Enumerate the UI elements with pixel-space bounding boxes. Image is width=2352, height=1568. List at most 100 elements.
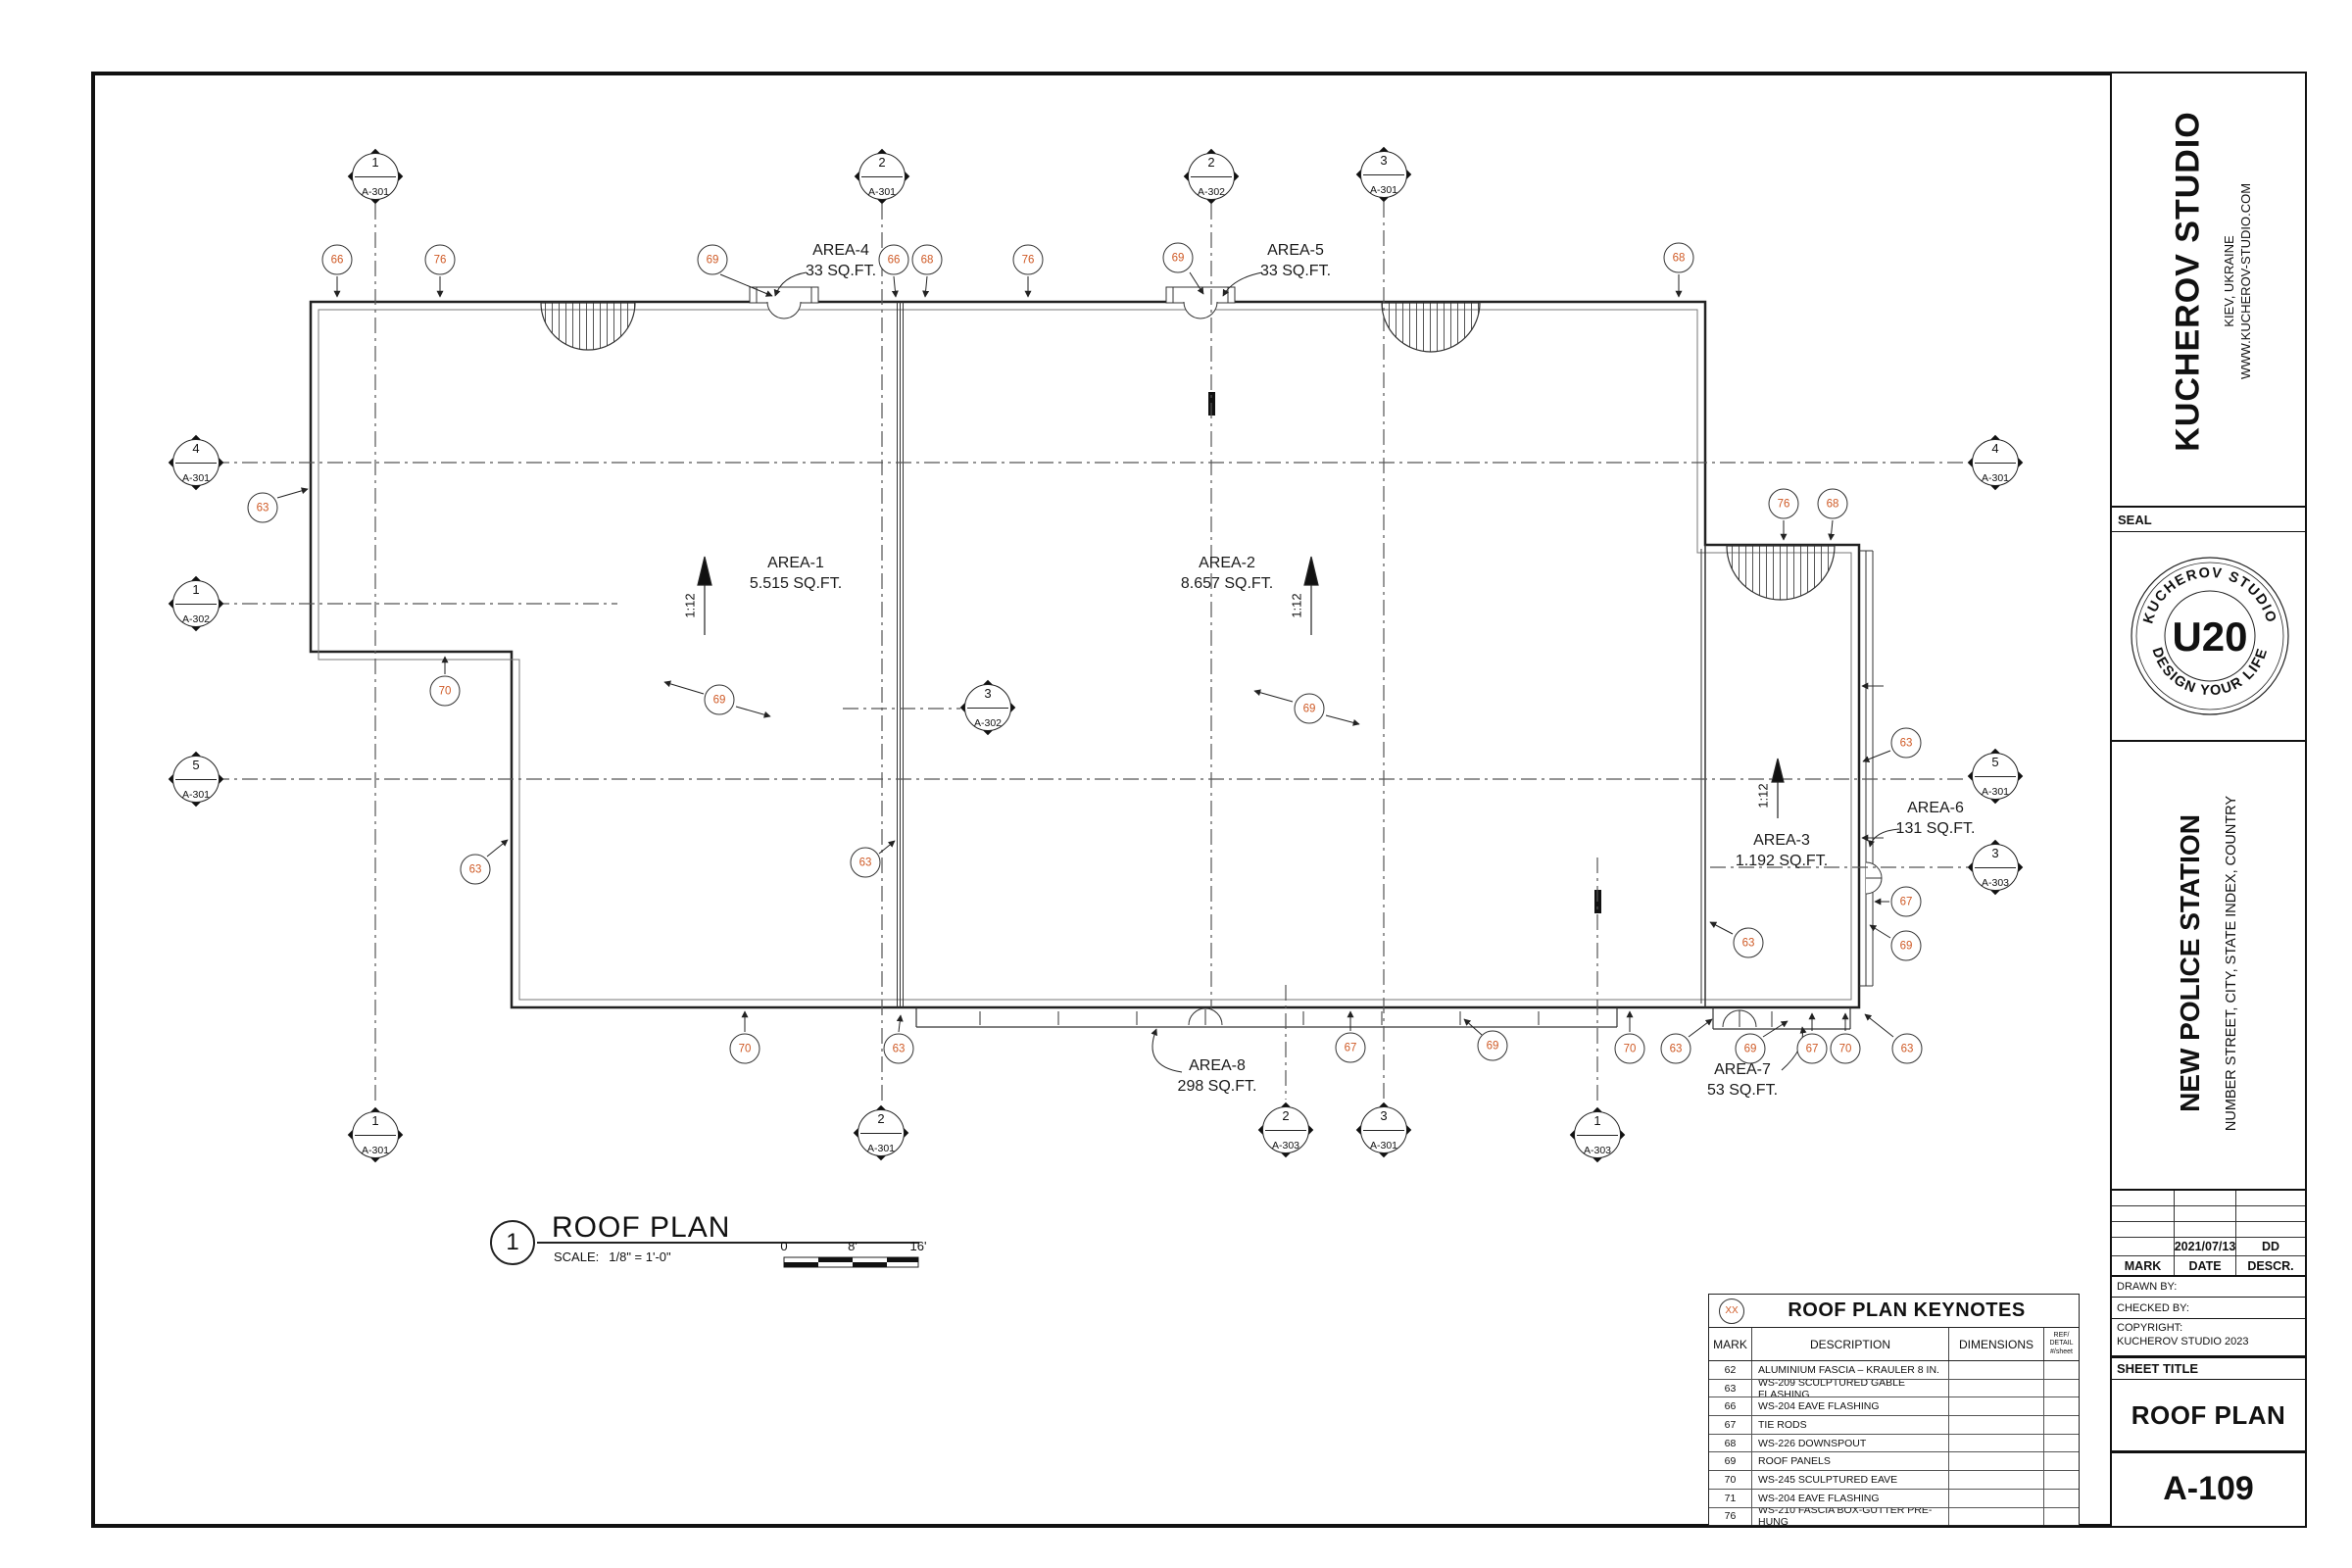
section-marker-sheet-ref: A-301	[1369, 184, 1398, 196]
keynote-row: 67 TIE RODS	[1709, 1416, 2079, 1435]
area-size: 8.657 SQ.FT.	[1180, 575, 1274, 592]
section-marker: 3 A-302	[957, 677, 1018, 738]
keynote-row-mark: 63	[1709, 1379, 1752, 1397]
scale-label: SCALE:	[554, 1250, 600, 1264]
viewport-title: ROOF PLAN	[552, 1211, 731, 1244]
keynote-bubble: 63	[1891, 1033, 1923, 1064]
section-marker-circle	[1972, 753, 2019, 800]
revision-header-mark: MARK	[2112, 1256, 2175, 1275]
keynote-row-mark: 66	[1709, 1397, 1752, 1416]
parapet-inner-line	[318, 309, 1852, 1001]
section-marker-sheet-ref: A-302	[181, 613, 211, 625]
area-name: AREA-1	[767, 555, 824, 572]
section-marker-number: 3	[1380, 153, 1388, 168]
section-marker-number: 2	[878, 155, 886, 170]
leader-line	[276, 271, 1900, 1073]
keynote-bubble: 69	[1162, 242, 1194, 273]
sheet-border	[91, 72, 2307, 1528]
section-marker-circle	[858, 153, 906, 200]
area-size: 131 SQ.FT.	[1895, 820, 1976, 837]
keynotes-table: XX ROOF PLAN KEYNOTES MARK DESCRIPTION D…	[1708, 1294, 2080, 1527]
area-label: AREA-3 1.192 SQ.FT.	[1736, 831, 1828, 872]
section-marker-circle	[1972, 439, 2019, 486]
section-marker-number: 4	[1991, 441, 1999, 456]
keynote-row-ref	[2044, 1508, 2079, 1526]
section-marker-number: 4	[192, 441, 200, 456]
keynote-number: 66	[330, 254, 344, 266]
keynote-number: 69	[1899, 940, 1913, 952]
keynote-row-description: ROOF PANELS	[1752, 1452, 1949, 1471]
keynote-bubble: 63	[460, 854, 491, 885]
keynote-row-description: WS-245 SCULPTURED EAVE	[1752, 1471, 1949, 1489]
keynote-row-mark: 76	[1709, 1507, 1752, 1526]
keynote-bubble: 68	[911, 244, 943, 275]
section-marker-circle	[172, 580, 220, 627]
section-marker-sheet-ref: A-302	[1197, 186, 1226, 198]
col-dimensions: DIMENSIONS	[1949, 1328, 2044, 1360]
keynote-row-ref	[2044, 1380, 2079, 1397]
revision-header-descr: DESCR.	[2247, 1258, 2294, 1273]
area-label: AREA-6 131 SQ.FT.	[1896, 799, 1976, 840]
keynote-number: 66	[887, 254, 901, 266]
keynote-bubble: 69	[704, 684, 735, 715]
copyright-field: COPYRIGHT: KUCHEROV STUDIO 2023	[2112, 1318, 2305, 1355]
section-marker: 2 A-301	[851, 1102, 911, 1163]
title-block: KUCHEROV STUDIO KIEV, UKRAINE WWW.KUCHER…	[2110, 74, 2305, 1526]
roof-dome	[749, 286, 1883, 1028]
keynote-row: 63 WS-209 SCULPTURED GABLE FLASHING	[1709, 1379, 2079, 1398]
revision-table: 2021/07/13 DD MARK DATE DESCR.	[2112, 1189, 2305, 1275]
keynote-row-dimensions	[1949, 1361, 2044, 1379]
keynote-number: 76	[1021, 254, 1035, 266]
section-marker-number: 3	[984, 686, 992, 701]
seal-label: SEAL	[2112, 506, 2305, 532]
sheet-title-label: SHEET TITLE	[2112, 1355, 2305, 1380]
project-address: NUMBER STREET, CITY, STATE INDEX, COUNTR…	[2224, 795, 2239, 1132]
keynotes-header: XX ROOF PLAN KEYNOTES	[1709, 1295, 2079, 1328]
section-marker: 1 A-303	[1567, 1104, 1628, 1165]
interior-wall	[897, 302, 1706, 1007]
keynote-row-description: WS-204 EAVE FLASHING	[1752, 1489, 1949, 1507]
section-marker-number: 2	[1207, 155, 1215, 170]
section-marker-number: 1	[192, 582, 200, 597]
section-marker-number: 1	[371, 155, 379, 170]
section-marker: 3 A-301	[1353, 1100, 1414, 1160]
keynote-number: 63	[892, 1043, 906, 1054]
section-marker-number: 1	[1593, 1113, 1601, 1128]
keynote-row-dimensions	[1949, 1471, 2044, 1489]
revision-row-empty	[2112, 1206, 2305, 1222]
section-marker-circle	[352, 153, 399, 200]
area-name: AREA-7	[1714, 1061, 1771, 1079]
revision-row-empty	[2112, 1222, 2305, 1238]
building-outline	[309, 300, 1861, 1009]
keynote-row-ref	[2044, 1435, 2079, 1452]
col-mark: MARK	[1709, 1328, 1752, 1360]
section-marker-circle	[172, 756, 220, 803]
keynote-row-mark: 69	[1709, 1452, 1752, 1471]
project-name: NEW POLICE STATION	[2175, 814, 2205, 1112]
project-section: NEW POLICE STATION NUMBER STREET, CITY, …	[2112, 740, 2305, 1189]
section-marker: 1 A-302	[166, 573, 226, 634]
keynote-symbol-circle: XX	[1719, 1298, 1744, 1324]
keynotes-rows: 62 ALUMINIUM FASCIA – KRAULER 8 IN. 63 W…	[1709, 1361, 2079, 1526]
keynote-bubble: 76	[1768, 488, 1799, 519]
keynote-number: 70	[1623, 1043, 1637, 1054]
section-marker-number: 2	[1282, 1108, 1290, 1123]
section-marker: 4 A-301	[1965, 432, 2026, 493]
seal-section: KUCHEROV STUDIO DESIGN YOUR LIFE U20	[2112, 532, 2305, 740]
section-marker: 5 A-301	[166, 749, 226, 809]
keynote-bubble: 63	[247, 492, 278, 523]
section-marker-sheet-ref: A-302	[973, 717, 1003, 729]
keynote-number: 67	[1899, 896, 1913, 907]
section-marker-number: 2	[877, 1111, 885, 1126]
keynote-row-description: WS-204 EAVE FLASHING	[1752, 1397, 1949, 1416]
keynote-number: 69	[1302, 703, 1316, 714]
keynote-bubble: 63	[1890, 727, 1922, 759]
col-description: DESCRIPTION	[1752, 1328, 1949, 1360]
keynote-row-ref	[2044, 1361, 2079, 1379]
keynote-row-dimensions	[1949, 1452, 2044, 1471]
section-marker-sheet-ref: A-303	[1981, 877, 2010, 889]
keynote-number: 70	[1838, 1043, 1852, 1054]
keynote-bubble: 67	[1335, 1032, 1366, 1063]
area6-strip	[1859, 550, 1884, 987]
roof-vent	[540, 302, 1836, 601]
